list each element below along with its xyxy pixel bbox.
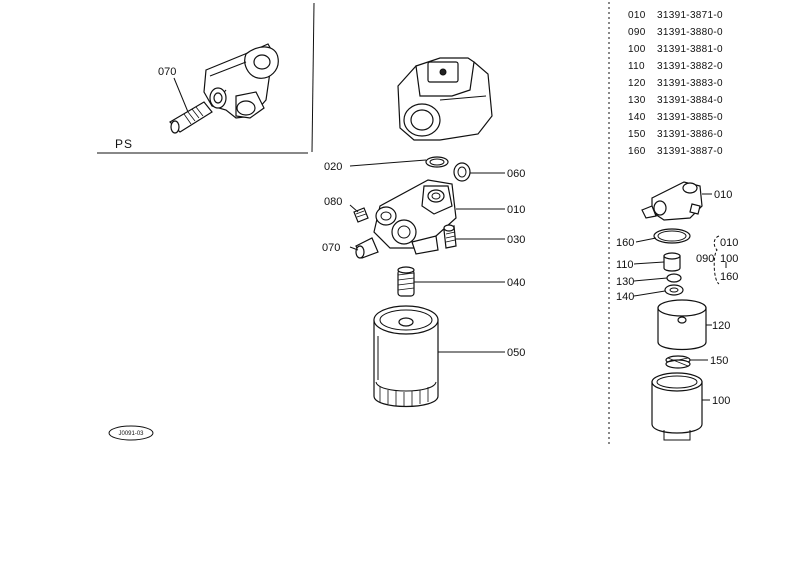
side-callout-010: 010 (714, 189, 732, 201)
table-row-ref: 090 (628, 27, 646, 38)
sub-filter-100 (651, 372, 703, 441)
sub-washer-130 (666, 273, 682, 283)
table-row-ref: 120 (628, 78, 646, 89)
callout-080: 080 (324, 196, 342, 208)
sub-spring-150 (665, 355, 691, 369)
table-row-part-no: 31391-3884-0 (657, 95, 723, 106)
table-row-part-no: 31391-3881-0 (657, 44, 723, 55)
inset-fitting (169, 101, 213, 134)
side-callout-130: 130 (616, 276, 634, 288)
group-callout-160: 160 (720, 271, 738, 283)
inset-label: PS (115, 137, 133, 151)
side-callout-120: 120 (712, 320, 730, 332)
table-row-ref: 010 (628, 10, 646, 21)
o-ring-020 (425, 156, 449, 168)
filter-cartridge-050 (373, 305, 439, 408)
sub-nut-110 (663, 252, 681, 272)
nipple-040 (397, 266, 415, 297)
table-row-part-no: 31391-3880-0 (657, 27, 723, 38)
sub-valve-body-010 (641, 181, 703, 221)
inset-callout-070: 070 (158, 66, 176, 78)
inset-valve-body (203, 43, 279, 119)
table-row-ref: 110 (628, 61, 645, 72)
callout-040: 040 (507, 277, 525, 289)
bolt-030 (443, 224, 457, 249)
table-row-part-no: 31391-3886-0 (657, 129, 723, 140)
group-callout-100: 100 (720, 253, 738, 265)
side-callout-110: 110 (616, 259, 634, 271)
callout-050: 050 (507, 347, 525, 359)
callout-030: 030 (507, 234, 525, 246)
table-row-part-no: 31391-3883-0 (657, 78, 723, 89)
side-callout-150: 150 (710, 355, 728, 367)
table-row-ref: 130 (628, 95, 646, 106)
drawing-code: J0091-03 (118, 431, 144, 437)
table-row-part-no: 31391-3882-0 (657, 61, 723, 72)
assembly-group-bracket (713, 235, 727, 285)
table-row-ref: 160 (628, 146, 646, 157)
table-row-ref: 140 (628, 112, 646, 123)
table-row-part-no: 31391-3885-0 (657, 112, 723, 123)
callout-020: 020 (324, 161, 342, 173)
table-row-ref: 100 (628, 44, 646, 55)
drawing-code-badge (108, 425, 154, 441)
callout-070: 070 (322, 242, 340, 254)
group-callout-090: 090 (696, 253, 714, 265)
nut-060 (453, 162, 471, 182)
group-callout-010: 010 (720, 237, 738, 249)
side-callout-100: 100 (712, 395, 730, 407)
fitting-070 (355, 237, 379, 259)
side-callout-160: 160 (616, 237, 634, 249)
side-callout-140: 140 (616, 291, 634, 303)
filter-head-010 (373, 179, 457, 255)
parts-table: 010 31391-3871-0 090 31391-3880-0 100 31… (628, 10, 723, 157)
table-row-ref: 150 (628, 129, 646, 140)
callout-060: 060 (507, 168, 525, 180)
table-row-part-no: 31391-3871-0 (657, 10, 723, 21)
sub-seal-140 (664, 284, 684, 296)
inset-frame (97, 2, 315, 154)
sub-bowl-120 (657, 299, 707, 351)
table-row-part-no: 31391-3887-0 (657, 146, 723, 157)
upper-housing (397, 57, 493, 141)
callout-010: 010 (507, 204, 525, 216)
